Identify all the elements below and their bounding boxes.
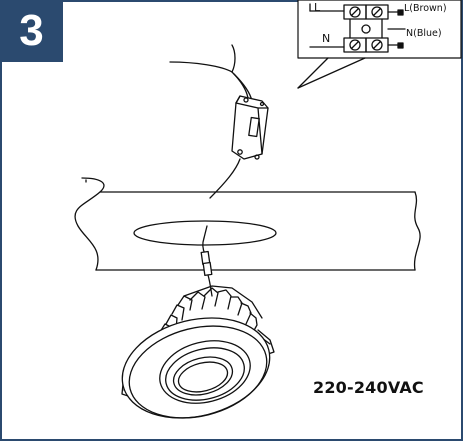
ceiling-cutout	[133, 220, 277, 246]
screw-icon	[371, 6, 383, 18]
screw-icon	[349, 6, 361, 18]
terminal-block	[343, 4, 389, 53]
driver-cable	[209, 158, 241, 199]
voltage-label: 220-240VAC	[313, 378, 424, 397]
plug-connector	[202, 261, 213, 277]
terminal-n-label: N	[322, 32, 330, 45]
lens	[172, 356, 234, 396]
downlight	[121, 285, 275, 419]
outer-flange	[121, 317, 271, 419]
screw-icon	[349, 39, 361, 51]
wire-l-out	[397, 9, 404, 16]
callout-line	[297, 57, 366, 89]
led-driver	[231, 95, 269, 160]
wire-n-out	[397, 42, 404, 49]
inner-bezel	[159, 340, 251, 404]
screw-icon	[371, 39, 383, 51]
step-number-badge: 3	[0, 0, 63, 62]
wire-n-label: N(Blue)	[406, 28, 442, 39]
terminal-l-label: L	[314, 1, 321, 14]
callout-line	[297, 57, 329, 89]
wiring-inset	[297, 0, 462, 89]
mains-cable	[169, 44, 253, 102]
connector-cable	[200, 225, 213, 297]
ceiling-slab	[74, 177, 421, 271]
wire-l-label: L(Brown)	[404, 3, 447, 14]
